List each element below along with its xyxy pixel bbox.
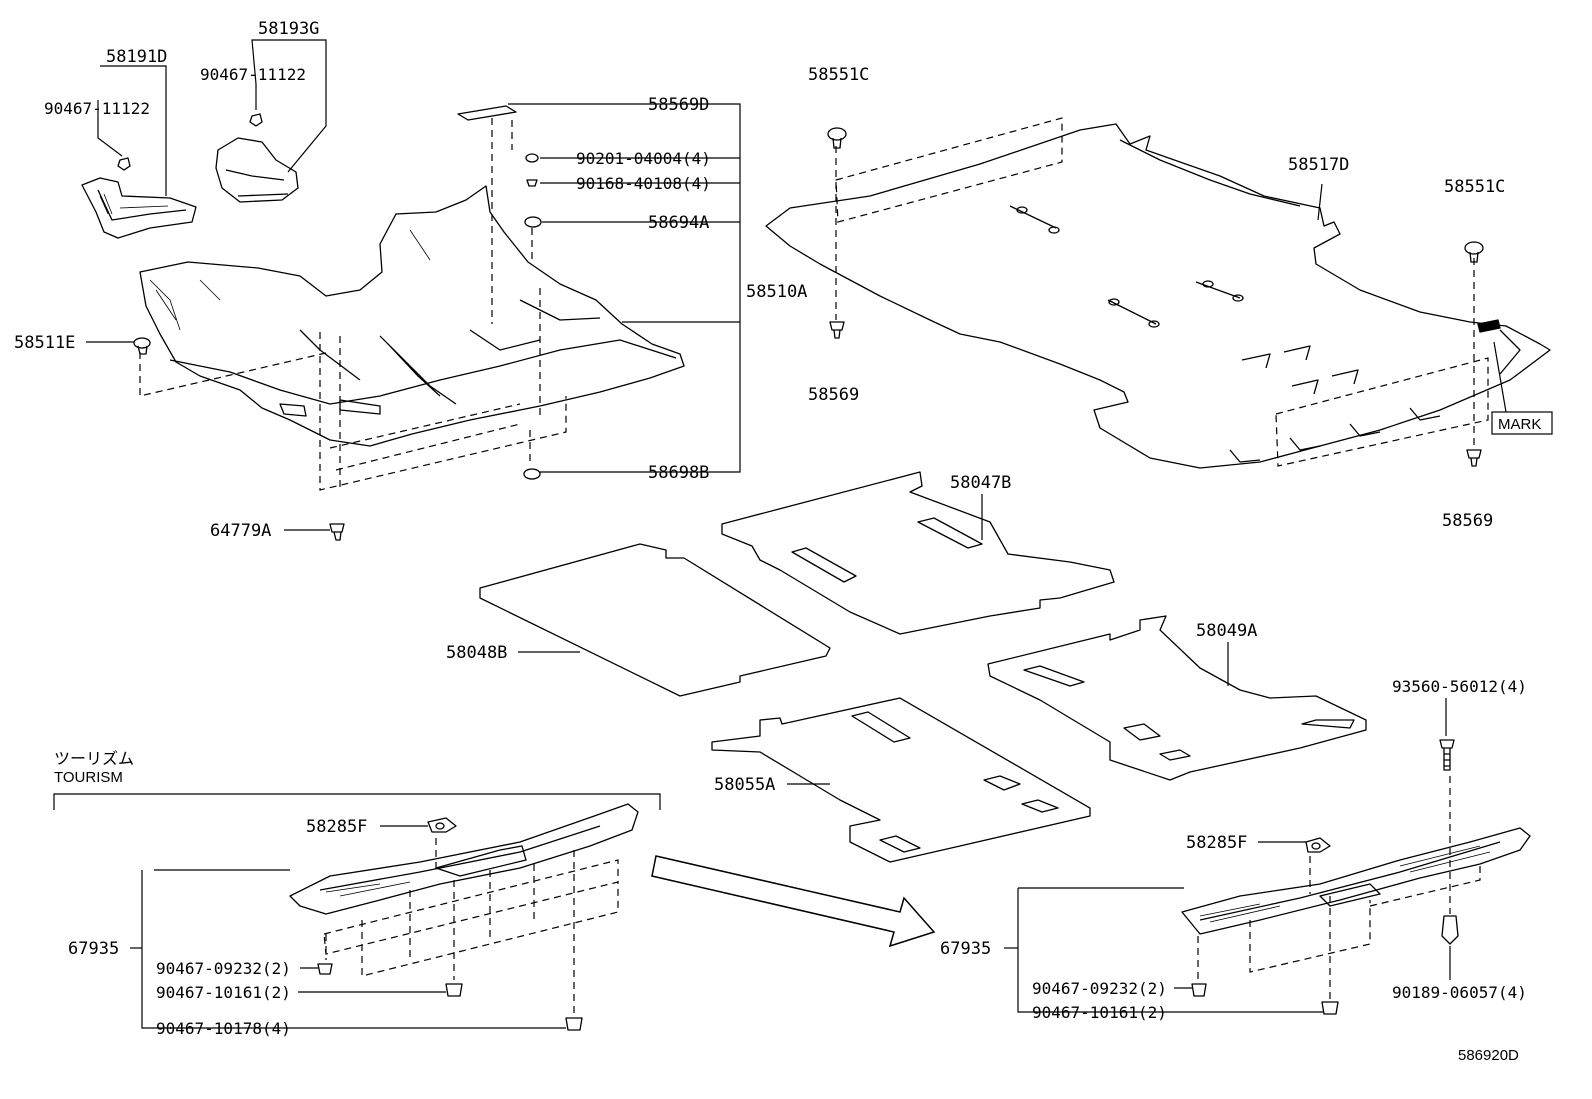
clip-64779A[interactable] [329,523,345,541]
label-58569D: 58569D [648,95,709,115]
clip-58285F-a[interactable] [427,817,457,833]
screw-90168-40108[interactable] [526,179,538,187]
scuff-b-dash-lines [1197,776,1481,1000]
part-58047B-mat[interactable] [721,471,1115,635]
label-67935-a: 67935 [68,939,119,959]
label-90467-11122-a: 90467-11122 [44,99,150,118]
labels: 58193G 58191D 90467-11122 90467-11122 58… [14,19,1527,1064]
mark-box: MARK [1491,341,1553,435]
part-58193G-bracket[interactable] [215,137,299,203]
clip-90467-11122-b[interactable] [249,113,263,127]
clip-58694A[interactable] [524,216,542,228]
part-58055A-mat[interactable] [711,697,1091,863]
label-58694A: 58694A [648,213,709,233]
label-58285F-a: 58285F [306,817,367,837]
label-58569-b: 58569 [1442,511,1493,531]
tourism-bracket [53,793,661,810]
clip-90467-10161-a[interactable] [445,983,463,997]
clip-90467-09232-b[interactable] [1191,983,1207,997]
label-90467-10178: 90467-10178(4) [156,1019,291,1038]
label-90168-40108: 90168-40108(4) [576,174,711,193]
front-carpet-dash-lines [139,118,567,491]
part-67935-scuff-plate-a[interactable] [289,803,639,915]
clip-58285F-b[interactable] [1305,837,1331,853]
direction-arrow [651,855,936,948]
label-90201-04004: 90201-04004(4) [576,149,711,168]
label-58510A: 58510A [746,282,807,302]
label-58048B: 58048B [446,643,507,663]
label-90467-10161-b: 90467-10161(2) [1032,1003,1167,1022]
rear-carpet-dash-lines [835,117,1489,467]
clip-58511E[interactable] [133,337,151,355]
label-90467-09232-b: 90467-09232(2) [1032,979,1167,998]
clip-90467-10161-b[interactable] [1321,1001,1339,1015]
tourism-en-label: TOURISM [54,769,123,786]
part-58517D-rear-carpet[interactable] [765,123,1551,469]
part-58510A-front-carpet[interactable] [139,185,685,447]
label-58698B: 58698B [648,463,709,483]
label-93560-56012: 93560-56012(4) [1392,677,1527,696]
label-90467-11122-b: 90467-11122 [200,65,306,84]
label-64779A: 64779A [210,521,271,541]
label-58569-a: 58569 [808,385,859,405]
clip-58569-a[interactable] [829,321,845,339]
leader-lines [86,39,1451,1029]
part-67935-scuff-plate-b[interactable] [1181,827,1531,935]
label-67935-b: 67935 [940,939,991,959]
clip-58551C-b[interactable] [1464,241,1484,263]
label-58511E: 58511E [14,333,75,353]
part-58191D-bracket[interactable] [81,177,197,239]
clip-90201-04004[interactable] [525,153,539,163]
clip-90467-11122-a[interactable] [117,157,131,171]
label-58049A: 58049A [1196,621,1257,641]
clip-58551C-a[interactable] [827,127,847,149]
screw-93560-56012[interactable] [1439,739,1455,771]
mark-label: MARK [1498,416,1541,433]
diagram-id: 586920D [1458,1047,1519,1064]
label-58047B: 58047B [950,473,1011,493]
clip-90467-09232-a[interactable] [317,963,333,975]
label-90467-10161-a: 90467-10161(2) [156,983,291,1002]
clip-58569-b[interactable] [1466,449,1482,467]
label-58193G: 58193G [258,19,319,39]
label-58191D: 58191D [106,47,167,67]
clip-90467-10178[interactable] [565,1017,583,1031]
label-58551C-a: 58551C [808,65,869,85]
label-58285F-b: 58285F [1186,833,1247,853]
scuff-a-dash-lines [323,838,619,1014]
part-58569D-pad[interactable] [457,105,517,121]
clip-58698B[interactable] [523,468,541,480]
label-58551C-b: 58551C [1444,177,1505,197]
part-58049A-mat[interactable] [987,615,1367,781]
part-58048B-mat[interactable] [479,543,831,697]
tourism-jp-label: ツーリズム [54,750,134,768]
label-58055A: 58055A [714,775,775,795]
label-58517D: 58517D [1288,155,1349,175]
clip-90189-06057[interactable] [1441,915,1459,945]
label-90467-09232-a: 90467-09232(2) [156,959,291,978]
label-90189-06057: 90189-06057(4) [1392,983,1527,1002]
